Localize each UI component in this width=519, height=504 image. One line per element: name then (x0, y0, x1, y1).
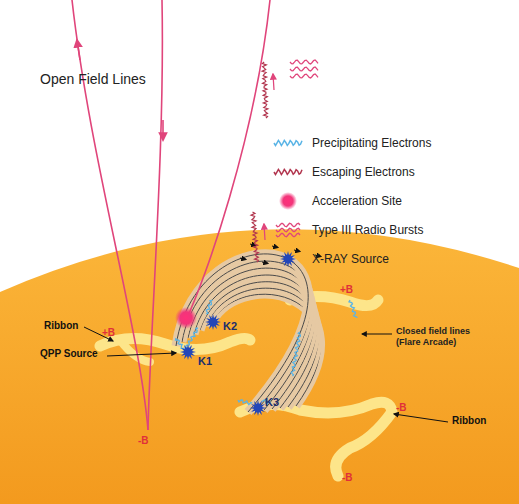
legend-swatch (272, 163, 304, 181)
polarity-label: +B (102, 327, 115, 339)
legend-row: Acceleration Site (272, 192, 402, 210)
legend-text: Escaping Electrons (312, 165, 415, 179)
acceleration-site (175, 307, 197, 329)
legend-text: X-RAY Source (312, 252, 389, 266)
callout-number: K3 (265, 396, 279, 409)
polarity-label: +B (340, 284, 353, 296)
callout-number: K1 (198, 355, 212, 368)
ribbons (100, 296, 392, 476)
legend-row: X-RAY Source (272, 250, 389, 268)
title-label: Open Field Lines (40, 71, 146, 88)
polarity-label: -B (396, 402, 407, 414)
leader-lines (84, 327, 448, 422)
legend-swatch (272, 134, 304, 152)
legend-swatch (272, 250, 304, 268)
callout-number: K2 (223, 320, 237, 333)
ribbon-label: Ribbon (44, 320, 78, 332)
legend-text: Precipitating Electrons (312, 136, 431, 150)
qpp-label: QPP Source (40, 348, 98, 360)
legend-row: Type III Radio Bursts (272, 221, 423, 239)
flare-arcade (176, 244, 321, 412)
sun-surface (0, 229, 519, 504)
arcade-label: Closed field lines (Flare Arcade) (396, 326, 486, 348)
legend-text: Type III Radio Bursts (312, 223, 423, 237)
polarity-label: -B (342, 472, 353, 484)
legend-swatch (272, 221, 304, 239)
open-field-lines (72, 0, 270, 430)
legend-swatch (272, 192, 304, 210)
legend-row: Escaping Electrons (272, 163, 415, 181)
legend-row: Precipitating Electrons (272, 134, 431, 152)
ribbon-label: Ribbon (452, 415, 486, 427)
legend-text: Acceleration Site (312, 194, 402, 208)
xray-sources (180, 314, 266, 416)
polarity-label: -B (138, 435, 149, 447)
